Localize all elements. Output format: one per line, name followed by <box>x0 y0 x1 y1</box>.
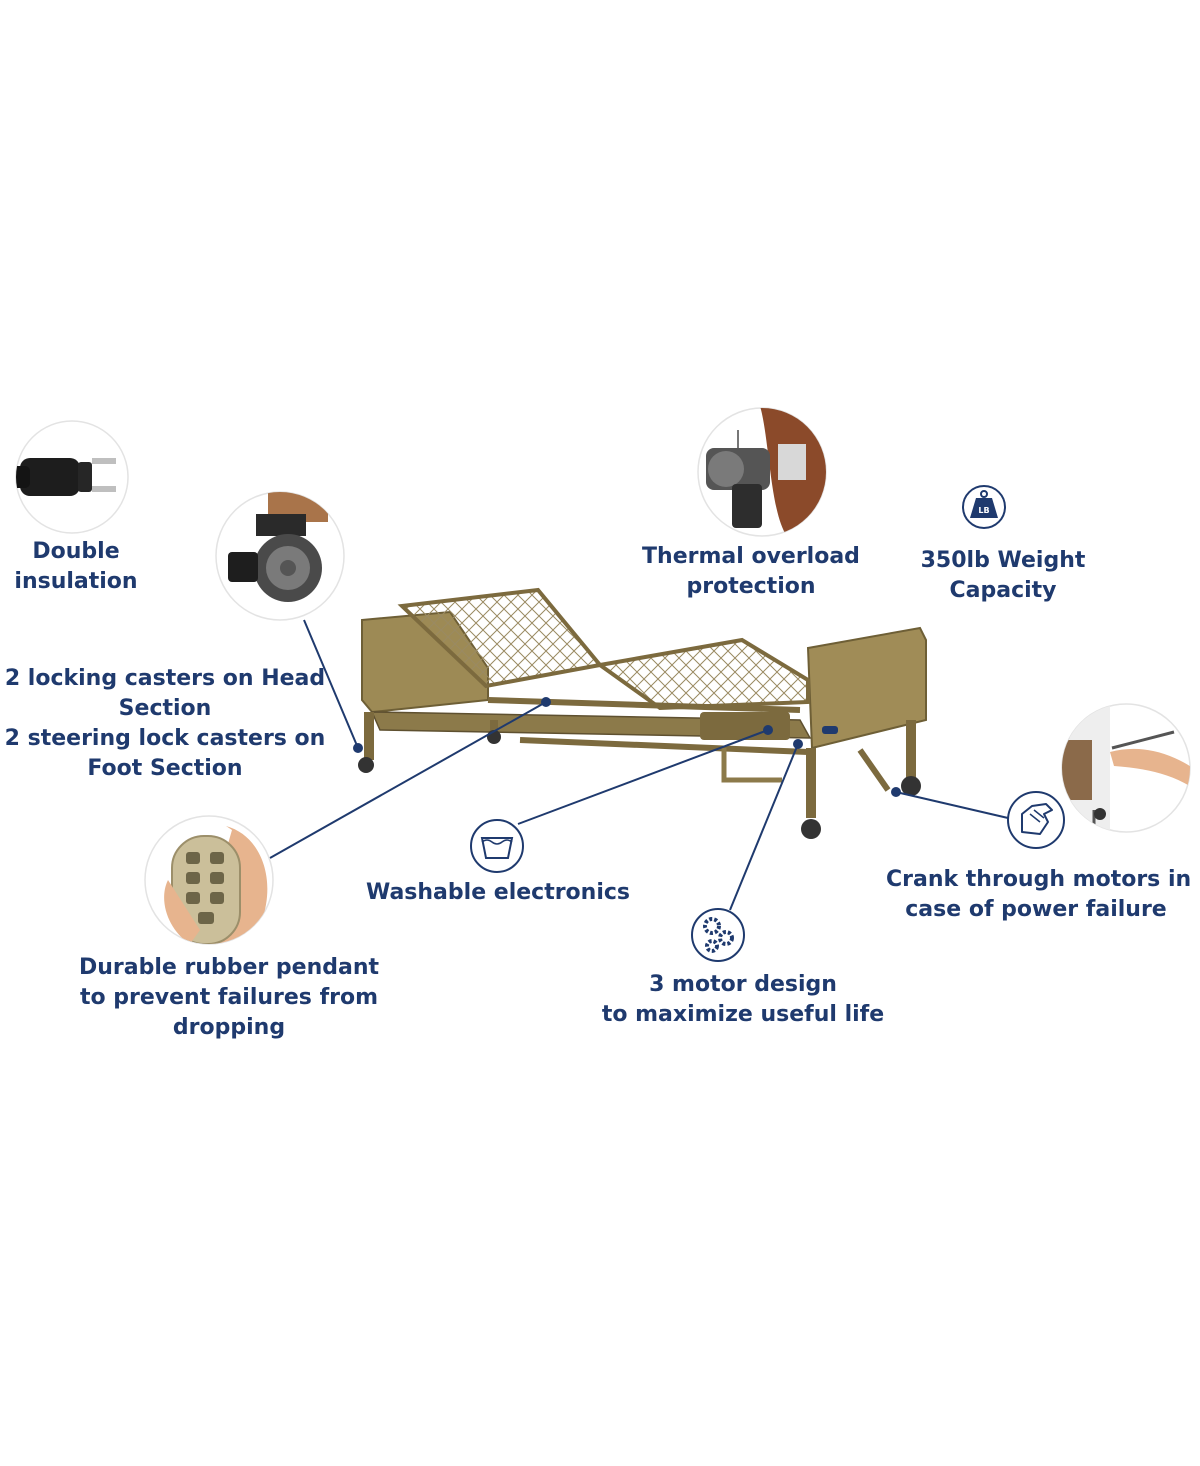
feature-label-casters: 2 locking casters on Head Section 2 stee… <box>0 664 330 784</box>
motor-icon <box>697 407 827 537</box>
label-line: 3 motor design <box>649 972 837 997</box>
caster-wheel-icon <box>215 491 345 621</box>
feature-label-double-insulation: Double insulation <box>0 537 152 597</box>
hand-pendant-icon <box>144 815 274 945</box>
feature-label-thermal-overload: Thermal overload protection <box>630 542 872 602</box>
label-line: 350lb Weight <box>920 548 1086 573</box>
label-line: Section <box>118 696 212 721</box>
label-line: Foot Section <box>87 756 243 781</box>
label-line: Capacity <box>949 578 1057 603</box>
label-line: 2 steering lock casters on <box>4 726 326 751</box>
wash-basin-icon <box>470 819 524 873</box>
feature-label-weight-capacity: 350lb Weight Capacity <box>900 546 1106 606</box>
weight-icon-text: LB <box>978 506 989 515</box>
callout-lines <box>269 619 1009 911</box>
label-line: to maximize useful life <box>601 1002 885 1027</box>
label-line: Thermal overload <box>642 544 860 569</box>
weight-icon: LB <box>962 485 1006 529</box>
power-plug-icon <box>15 420 129 534</box>
label-line: Double <box>32 539 120 564</box>
feature-label-pendant: Durable rubber pendant to prevent failur… <box>70 953 388 1043</box>
label-line: Crank through motors in <box>886 867 1192 892</box>
label-line: protection <box>686 574 816 599</box>
gears-icon <box>691 908 745 962</box>
label-line: case of power failure <box>905 897 1167 922</box>
label-line: 2 locking casters on Head <box>4 666 326 691</box>
feature-label-washable-electronics: Washable electronics <box>360 878 636 908</box>
label-line: to prevent failures from <box>79 985 379 1010</box>
feature-label-motor-design: 3 motor design to maximize useful life <box>588 970 898 1030</box>
crank-hand-icon <box>1061 703 1191 833</box>
label-line: Washable electronics <box>365 880 631 905</box>
label-line: insulation <box>14 569 138 594</box>
label-line: dropping <box>172 1015 286 1040</box>
label-line: Durable rubber pendant <box>78 955 380 980</box>
hand-crank-line-icon <box>1007 791 1065 849</box>
feature-label-crank: Crank through motors in case of power fa… <box>886 865 1192 925</box>
hospital-bed <box>358 587 927 839</box>
